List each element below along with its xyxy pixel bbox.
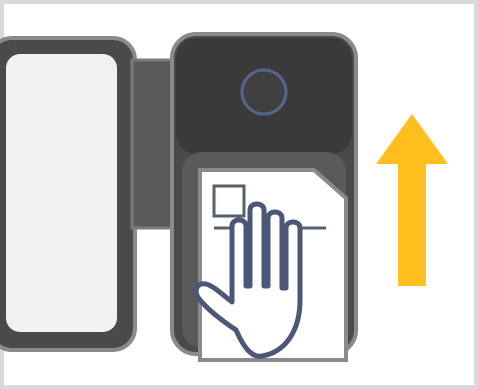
device-hinge bbox=[132, 60, 176, 228]
host-device bbox=[0, 38, 135, 350]
host-device-screen bbox=[6, 54, 117, 332]
camera-lens-icon bbox=[242, 70, 286, 114]
